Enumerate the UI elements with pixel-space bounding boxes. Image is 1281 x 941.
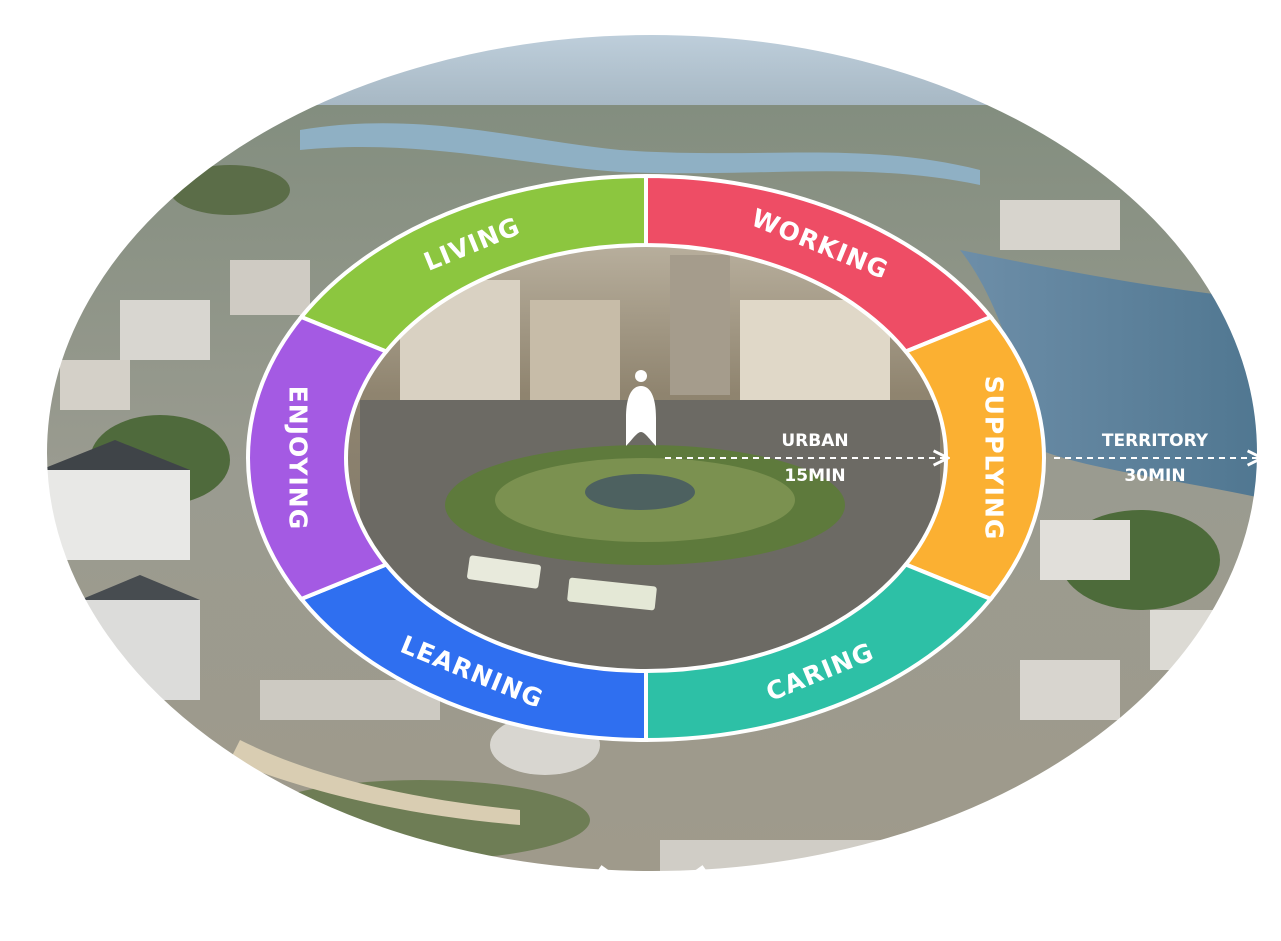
territory-time-label: 30MIN (1124, 466, 1185, 486)
urban-label: URBAN (781, 431, 848, 451)
segment-enjoying (246, 314, 390, 602)
segment-label-enjoying: ENJOYING (284, 386, 313, 531)
person-icon (626, 370, 656, 446)
loop-arrows-icon (594, 865, 710, 935)
territory-label: TERRITORY (1102, 431, 1209, 451)
segment-label-supplying: SUPPLYING (980, 376, 1009, 541)
outer-ellipse-border (33, 21, 1271, 885)
urban-time-label: 15MIN (784, 466, 845, 486)
